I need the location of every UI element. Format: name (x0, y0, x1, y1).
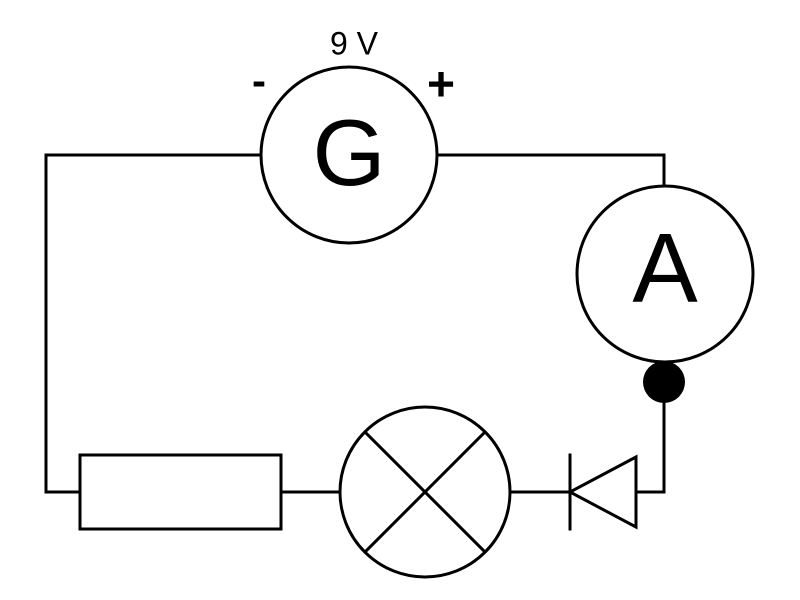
generator-letter: G (312, 100, 385, 205)
lamp-symbol (338, 405, 512, 579)
negative-terminal-label: - (252, 57, 266, 104)
lamp-cross-2 (362, 429, 488, 555)
wire-top-left (44, 153, 262, 494)
voltage-label: 9 V (330, 25, 379, 61)
wire-junction-to-diode (634, 380, 666, 494)
generator-symbol: G (259, 65, 439, 245)
ammeter-letter: A (632, 213, 698, 323)
diode-symbol (566, 453, 638, 531)
ammeter-symbol: A (575, 184, 755, 364)
junction-dot (643, 361, 685, 403)
positive-terminal-label: + (427, 59, 455, 112)
resistor-symbol (78, 453, 283, 531)
generator-circle (259, 65, 439, 245)
diode-triangle (566, 454, 638, 530)
